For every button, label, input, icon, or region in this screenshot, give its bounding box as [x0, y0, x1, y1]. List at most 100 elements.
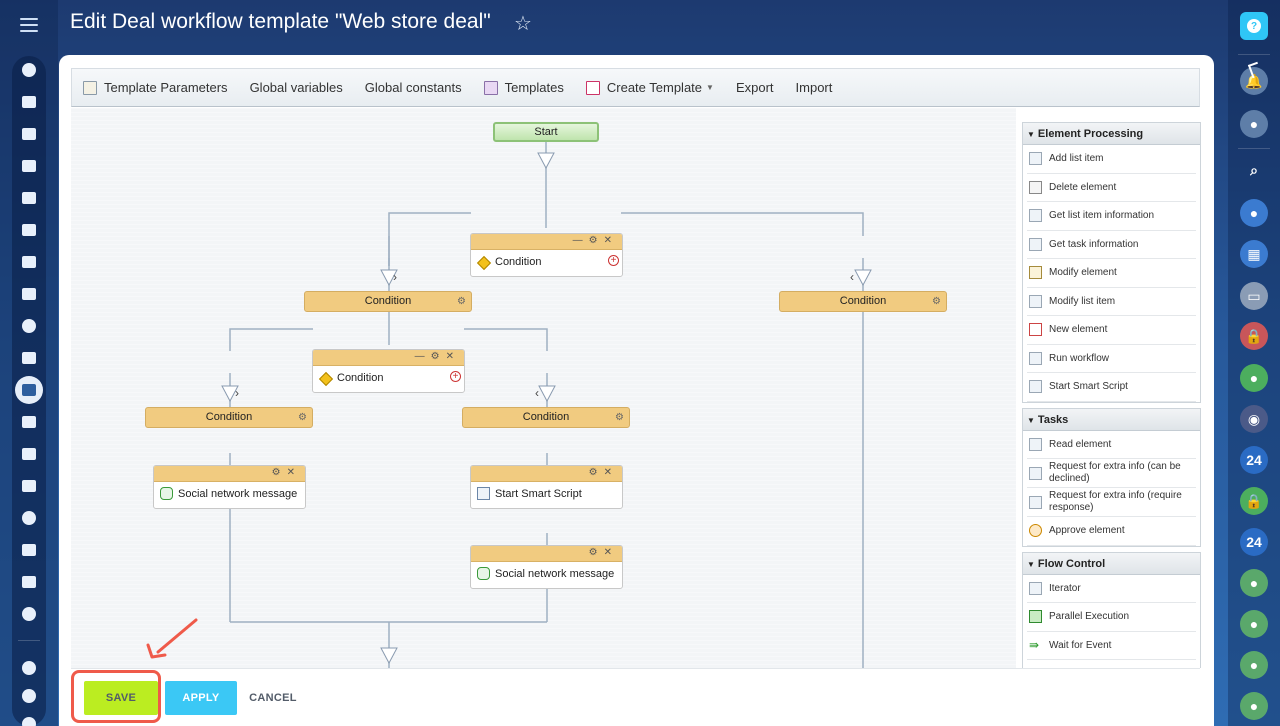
palette-item[interactable]: Run workflow [1027, 345, 1196, 373]
search-icon[interactable]: ⌕ [1250, 161, 1258, 178]
main-panel: Template Parameters Global variables Glo… [59, 55, 1214, 726]
palette-item[interactable]: Modify list item [1027, 288, 1196, 316]
palette-section-flow-control: ▼Flow Control Iterator Parallel Executio… [1022, 551, 1201, 668]
documents-icon[interactable] [12, 216, 46, 244]
gear-icon[interactable]: ⚙ [298, 412, 307, 423]
shop-icon[interactable] [12, 408, 46, 436]
palette-item[interactable]: Request for extra info (can be declined) [1027, 459, 1196, 488]
toolbar-create-template[interactable]: Create Template ▼ [575, 68, 725, 107]
social-message-node-2[interactable]: ⚙✕ Social network message [470, 545, 623, 589]
condition-node-mid[interactable]: —⚙✕ Condition + [312, 349, 465, 393]
user-green-icon[interactable]: ● [1240, 364, 1268, 392]
node-controls[interactable]: ⚙✕ [271, 467, 301, 478]
more-icon[interactable] [12, 600, 46, 628]
palette-item[interactable]: New element [1027, 316, 1196, 345]
smart-script-node[interactable]: ⚙✕ Start Smart Script [470, 465, 623, 509]
bitrix24-badge-1[interactable]: 24 [1240, 446, 1268, 474]
structure-icon[interactable] [12, 682, 46, 710]
crm-icon[interactable] [12, 376, 46, 404]
palette-section-header[interactable]: ▼Element Processing [1023, 123, 1200, 145]
collapse-triangle-icon: ▼ [1027, 130, 1035, 139]
palette-item[interactable]: Get list item information [1027, 202, 1196, 231]
sign-icon[interactable] [12, 536, 46, 564]
gear-icon[interactable]: ⚙ [932, 296, 941, 307]
node-controls[interactable]: ⚙✕ [588, 467, 618, 478]
toolbar-import[interactable]: Import [795, 80, 833, 95]
add-branch-icon[interactable]: + [450, 371, 461, 382]
start-node[interactable]: Start [493, 122, 599, 142]
condition-branch-right[interactable]: Condition ⚙ [779, 291, 947, 312]
list-item-icon [1029, 152, 1042, 166]
robot-icon[interactable] [12, 440, 46, 468]
palette-item[interactable]: Add list item [1027, 145, 1196, 174]
toolbar-global-variables[interactable]: Global variables [249, 80, 343, 95]
condition-branch-mid-right[interactable]: Condition ⚙ [462, 407, 630, 428]
palette-section-header[interactable]: ▼Tasks [1023, 408, 1200, 431]
palette-item[interactable]: Request for extra info (require response… [1027, 488, 1196, 517]
groups-icon[interactable] [12, 312, 46, 340]
list-item-icon [1029, 209, 1042, 223]
palette-item[interactable]: Iterator [1027, 575, 1196, 603]
palette-item[interactable]: ⇛Wait for Event [1027, 632, 1196, 660]
lock-green-icon[interactable]: 🔒 [1240, 487, 1268, 515]
group-chat-icon[interactable]: ● [1240, 569, 1268, 597]
lock-red-icon[interactable]: 🔒 [1240, 322, 1268, 350]
palette-item[interactable]: Read element [1027, 431, 1196, 459]
help-button[interactable]: ? [1240, 12, 1268, 40]
cancel-button[interactable]: CANCEL [246, 681, 300, 715]
workflow-canvas[interactable]: Start —⚙✕ Condition + › ‹ Condition ⚙ Co… [71, 108, 1016, 668]
calendar-icon[interactable] [12, 184, 46, 212]
gear-icon[interactable]: ⚙ [457, 296, 466, 307]
messages-icon[interactable]: ● [1240, 110, 1268, 138]
social-message-node-1[interactable]: ⚙✕ Social network message [153, 465, 306, 509]
drive-icon[interactable] [12, 248, 46, 276]
favorite-star-icon[interactable]: ☆ [514, 13, 532, 35]
box-icon[interactable] [12, 568, 46, 596]
palette-item[interactable]: Get task information [1027, 231, 1196, 259]
gear-icon[interactable]: ⚙ [615, 412, 624, 423]
toolbar-global-constants[interactable]: Global constants [364, 80, 462, 95]
group-chat-icon[interactable]: ● [1240, 692, 1268, 720]
bitrix24-badge-2[interactable]: 24 [1240, 528, 1268, 556]
group-chat-icon[interactable]: ● [1240, 610, 1268, 638]
node-controls[interactable]: —⚙✕ [414, 351, 460, 362]
company-icon[interactable] [12, 472, 46, 500]
palette-item[interactable]: Modify element [1027, 259, 1196, 288]
chat-icon[interactable] [12, 120, 46, 148]
contact-card-icon[interactable]: ▭ [1240, 282, 1268, 310]
feed-icon[interactable] [12, 88, 46, 116]
save-button[interactable]: SAVE [84, 681, 158, 715]
list-item-icon [1029, 294, 1042, 308]
toolbar-template-parameters[interactable]: Template Parameters [72, 68, 239, 107]
node-controls[interactable]: —⚙✕ [572, 235, 618, 246]
node-controls[interactable]: ⚙✕ [588, 547, 618, 558]
request-info-icon [1029, 495, 1042, 509]
palette-item[interactable]: Start Smart Script [1027, 373, 1196, 402]
create-template-icon [585, 80, 600, 95]
run-workflow-icon [1029, 351, 1042, 365]
target-icon[interactable] [12, 504, 46, 532]
condition-branch-mid-left[interactable]: Condition ⚙ [145, 407, 313, 428]
activity-stream-icon[interactable] [12, 56, 46, 84]
calendar-widget-icon[interactable]: ▦ [1240, 240, 1268, 268]
toolbar-templates[interactable]: Templates [473, 68, 575, 107]
avatar[interactable]: ◉ [1240, 405, 1268, 433]
add-branch-icon[interactable]: + [608, 255, 619, 266]
help-icon[interactable] [12, 654, 46, 682]
apply-button[interactable]: APPLY [165, 681, 237, 715]
palette-section-header[interactable]: ▼Flow Control [1023, 552, 1200, 575]
contacts-icon[interactable] [12, 344, 46, 372]
condition-node-top[interactable]: —⚙✕ Condition + [470, 233, 623, 277]
mail-icon[interactable] [12, 280, 46, 308]
tasks-icon[interactable] [12, 152, 46, 180]
toolbar-export[interactable]: Export [735, 80, 774, 95]
palette-item[interactable]: Delete element [1027, 174, 1196, 202]
open-channels-icon[interactable]: ● [1240, 199, 1268, 227]
condition-branch-left[interactable]: Condition ⚙ [304, 291, 472, 312]
group-chat-icon[interactable]: ● [1240, 651, 1268, 679]
notifications-icon[interactable]: 🔔 [1240, 67, 1268, 95]
settings-icon[interactable] [12, 710, 46, 726]
menu-burger-icon[interactable] [20, 18, 38, 32]
palette-item[interactable]: Approve element [1027, 517, 1196, 546]
palette-item[interactable]: Parallel Execution [1027, 603, 1196, 632]
